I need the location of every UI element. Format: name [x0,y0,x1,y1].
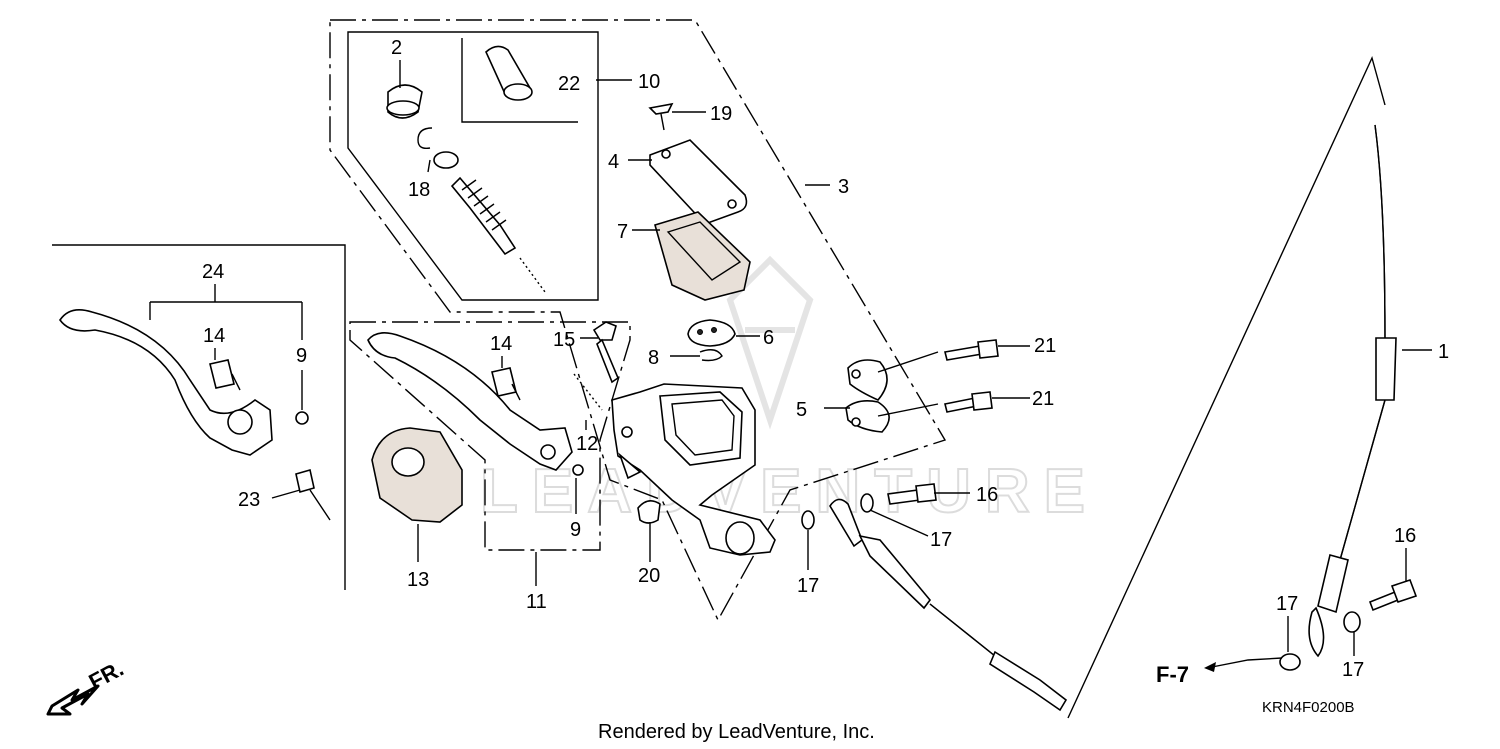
callout-16-right: 16 [1394,525,1416,547]
callout-19: 19 [710,103,732,125]
callout-21-lower: 21 [1032,388,1054,410]
diagram-code: KRN4F0200B [1262,699,1355,716]
adjuster-part-14-left [209,359,241,391]
callout-11: 11 [526,591,547,613]
callout-20: 20 [638,565,660,587]
brake-hose-part-1 [1308,124,1397,658]
page-reference: F-7 [1156,657,1283,687]
diaphragm-part-7 [654,211,751,301]
adjuster-part-14-mid [491,367,521,401]
assembly-outline-24 [52,244,346,590]
callout-14-left: 14 [203,325,225,347]
callout-5: 5 [796,399,807,421]
circlip-part-18 [417,127,433,150]
brake-lever-24 [59,309,273,456]
callout-17-d: 17 [1342,659,1364,681]
callout-9-mid: 9 [570,519,581,541]
callout-18: 18 [408,179,430,201]
arrow-left-icon [1204,657,1283,672]
washer-part-17-b [801,510,815,530]
callout-24: 24 [202,261,224,283]
bolt-part-21-lower [944,391,993,413]
callout-7: 7 [617,221,628,243]
brake-hose-fitting [829,498,1068,712]
washer-part-9-left [295,411,309,425]
holder-part-5 [845,359,890,433]
master-piston-assembly [450,176,517,256]
callout-labels: 1 2 3 4 5 6 7 8 9 9 10 11 12 13 14 14 15… [202,37,1449,681]
arrow-down-left-icon [46,684,100,716]
o-ring-part-8 [699,349,723,362]
piston-spring [519,257,546,293]
watermark-logo [726,255,814,430]
pivot-bolt-part-23 [295,468,331,521]
master-cylinder-body [611,383,776,556]
callout-14-mid: 14 [490,333,512,355]
washer-part-17-c [1279,653,1301,671]
brake-lever-11 [367,332,573,471]
callout-22: 22 [558,73,580,95]
footer-credit: Rendered by LeadVenture, Inc. [598,721,875,743]
callout-17-b: 17 [797,575,819,597]
reservoir-cap-part-4 [649,139,748,225]
callout-21-upper: 21 [1034,335,1056,357]
callout-17-a: 17 [930,529,952,551]
banjo-bolt-part-16-right [1368,578,1418,612]
front-direction-marker: FR. [46,656,128,716]
boot-part-20 [637,500,661,524]
callout-15: 15 [553,329,575,351]
dust-boot-part-22 [485,45,533,101]
washer-part-17-d [1343,611,1361,633]
washer-part [433,151,459,169]
callout-4: 4 [608,151,619,173]
assembly-outline-1 [1067,55,1386,719]
screw-part-19 [648,102,674,131]
callout-6: 6 [763,327,774,349]
leader-lines [149,60,1432,656]
piston-boot-part-2 [386,84,423,119]
page-ref-label[interactable]: F-7 [1156,662,1189,687]
callout-3: 3 [838,176,849,198]
assembly-outline-10 [347,31,599,301]
washer-part-17-a [860,493,874,513]
callout-23: 23 [238,489,260,511]
assembly-outline-11 [349,321,631,551]
washer-part-9-mid [572,464,584,476]
callout-8: 8 [648,347,659,369]
callout-2: 2 [391,37,402,59]
callout-10: 10 [638,71,660,93]
lever-cover-part-13 [371,427,463,523]
callout-17-c: 17 [1276,593,1298,615]
callout-9-left: 9 [296,345,307,367]
callout-13: 13 [407,569,429,591]
callout-1: 1 [1438,341,1449,363]
callout-12: 12 [576,433,598,455]
bolt-part-21-upper [944,339,999,361]
pivot-bolt-part-15 [592,321,619,384]
diaphragm-plate-part-6 [687,319,736,347]
callout-16-mid: 16 [976,484,998,506]
banjo-bolt-part-16 [887,483,937,505]
assembly-outline-3 [329,19,947,622]
